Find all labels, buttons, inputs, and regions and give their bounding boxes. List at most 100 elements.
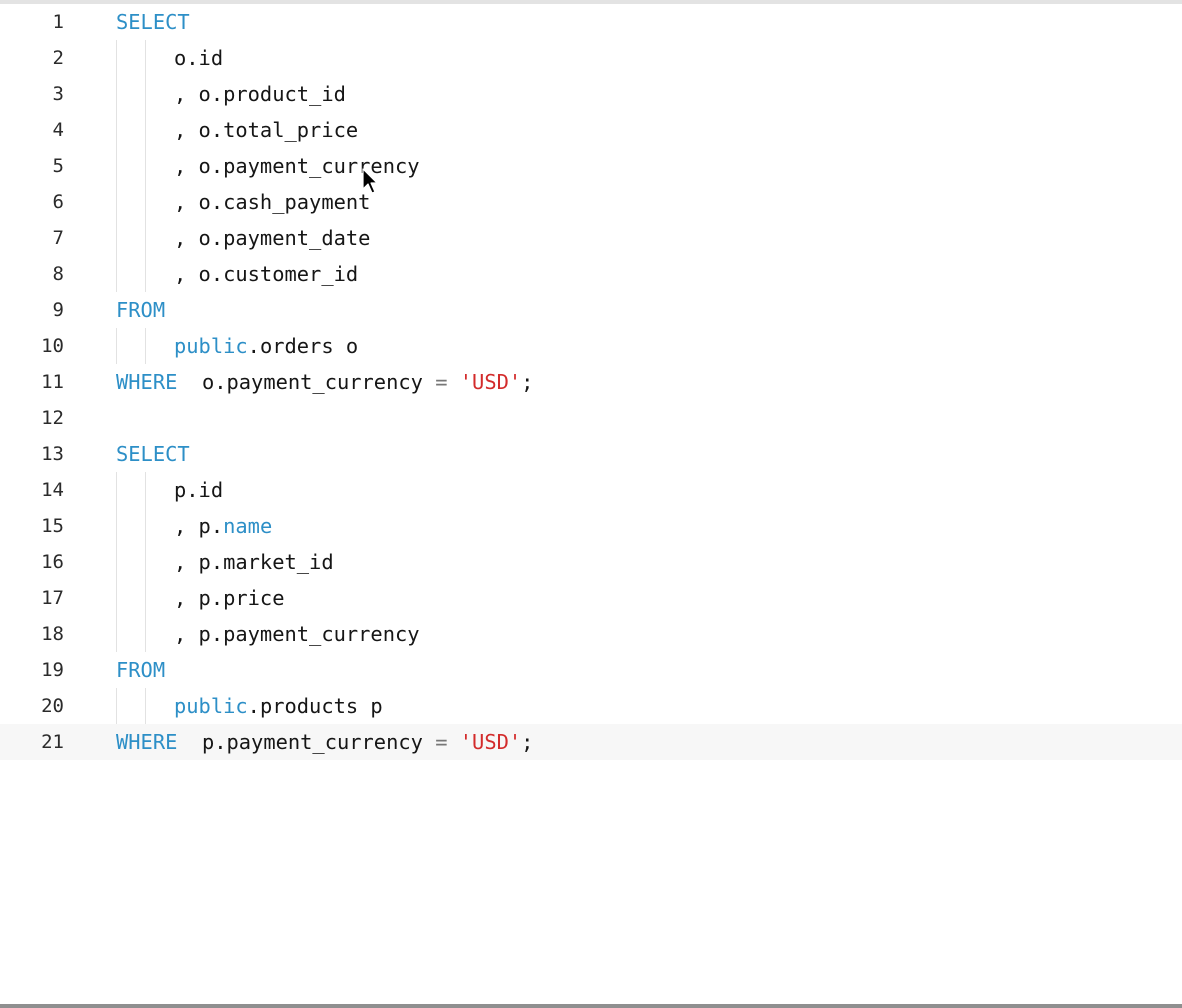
- code-line[interactable]: 12: [0, 400, 1182, 436]
- string-token: 'USD': [459, 370, 522, 394]
- code-line[interactable]: 6 , o.cash_payment: [0, 184, 1182, 220]
- line-number: 16: [41, 551, 64, 573]
- code-line[interactable]: 13 SELECT: [0, 436, 1182, 472]
- keyword-token: FROM: [116, 658, 166, 682]
- indent-guide: [116, 148, 117, 184]
- identifier-token: , p.: [174, 514, 224, 538]
- identifier-token: [447, 370, 459, 394]
- line-number: 10: [41, 335, 64, 357]
- code-line[interactable]: 3 , o.product_id: [0, 76, 1182, 112]
- identifier-token: .products p: [247, 694, 383, 718]
- code-line[interactable]: 16 , p.market_id: [0, 544, 1182, 580]
- identifier-token: ;: [521, 370, 534, 394]
- code-text: FROM: [116, 652, 165, 688]
- line-number: 20: [41, 695, 64, 717]
- identifier-token: , o.cash_payment: [174, 190, 371, 214]
- code-line[interactable]: 10 public.orders o: [0, 328, 1182, 364]
- keyword-token: SELECT: [116, 442, 190, 466]
- line-number: 13: [41, 443, 64, 465]
- code-line[interactable]: 15 , p.name: [0, 508, 1182, 544]
- indent-guide: [116, 472, 117, 508]
- code-text: , o.payment_currency: [174, 148, 420, 184]
- indent-guide: [116, 256, 117, 292]
- code-text: SELECT: [116, 4, 190, 40]
- indent-guide: [116, 580, 117, 616]
- identifier-token: o.id: [174, 46, 224, 70]
- code-line[interactable]: 7 , o.payment_date: [0, 220, 1182, 256]
- code-text: public.products p: [174, 688, 383, 724]
- identifier-token: , o.product_id: [174, 82, 346, 106]
- line-number: 14: [41, 479, 64, 501]
- indent-guide: [116, 328, 117, 364]
- indent-guide: [145, 40, 146, 76]
- identifier-token: , p.payment_currency: [174, 622, 420, 646]
- indent-guide: [116, 544, 117, 580]
- keyword-token: public: [174, 334, 248, 358]
- code-line[interactable]: 17, p.price: [0, 580, 1182, 616]
- code-text: , p.price: [174, 580, 285, 616]
- code-text: public.orders o: [174, 328, 358, 364]
- indent-guide: [116, 40, 117, 76]
- line-number: 2: [52, 47, 64, 69]
- identifier-token: , p.price: [174, 586, 285, 610]
- code-text: o.id: [174, 40, 223, 76]
- identifier-token: p.id: [174, 478, 224, 502]
- code-text: , o.customer_id: [174, 256, 358, 292]
- top-border: [0, 0, 1182, 4]
- indent-guide: [116, 508, 117, 544]
- operator-token: =: [435, 730, 448, 754]
- line-number: 3: [52, 83, 64, 105]
- indent-guide: [145, 256, 146, 292]
- code-text: WHERE p.payment_currency = 'USD';: [116, 724, 533, 760]
- code-text: FROM: [116, 292, 165, 328]
- code-line[interactable]: 18 , p.payment_currency: [0, 616, 1182, 652]
- line-number: 15: [41, 515, 64, 537]
- code-line[interactable]: 1 SELECT: [0, 4, 1182, 40]
- identifier-token: , o.total_price: [174, 118, 359, 142]
- code-text: SELECT: [116, 436, 190, 472]
- identifier-token: [447, 730, 459, 754]
- line-number: 19: [41, 659, 64, 681]
- code-text: , o.cash_payment: [174, 184, 370, 220]
- indent-guide: [145, 76, 146, 112]
- code-text: , p.name: [174, 508, 272, 544]
- indent-guide: [145, 616, 146, 652]
- keyword-token: WHERE: [116, 370, 178, 394]
- keyword-token: WHERE: [116, 730, 178, 754]
- line-number: 1: [52, 11, 64, 33]
- identifier-token: o.payment_currency: [177, 370, 436, 394]
- code-line[interactable]: 4 , o.total_price: [0, 112, 1182, 148]
- identifier-token: ;: [521, 730, 534, 754]
- code-line[interactable]: 14 p.id: [0, 472, 1182, 508]
- indent-guide: [145, 508, 146, 544]
- operator-token: =: [435, 370, 448, 394]
- mouse-pointer-icon: [362, 168, 378, 194]
- identifier-token: , o.customer_id: [174, 262, 359, 286]
- identifier-token: p.payment_currency: [177, 730, 436, 754]
- indent-guide: [116, 76, 117, 112]
- code-text: , p.payment_currency: [174, 616, 420, 652]
- keyword-token: SELECT: [116, 10, 190, 34]
- identifier-token: , p.market_id: [174, 550, 334, 574]
- line-number: 12: [41, 407, 64, 429]
- line-number: 7: [52, 227, 64, 249]
- code-line[interactable]: 5 , o.payment_currency: [0, 148, 1182, 184]
- code-line[interactable]: 20 public.products p: [0, 688, 1182, 724]
- line-number: 4: [52, 119, 64, 141]
- indent-guide: [116, 220, 117, 256]
- line-number: 18: [41, 623, 64, 645]
- code-line[interactable]: 8, o.customer_id: [0, 256, 1182, 292]
- line-number: 5: [52, 155, 64, 177]
- code-text: , o.total_price: [174, 112, 358, 148]
- indent-guide: [145, 544, 146, 580]
- code-line[interactable]: 2 o.id: [0, 40, 1182, 76]
- line-number: 6: [52, 191, 64, 213]
- identifier-token: , o.payment_date: [174, 226, 371, 250]
- code-line[interactable]: 19 FROM: [0, 652, 1182, 688]
- indent-guide: [145, 580, 146, 616]
- indent-guide: [145, 112, 146, 148]
